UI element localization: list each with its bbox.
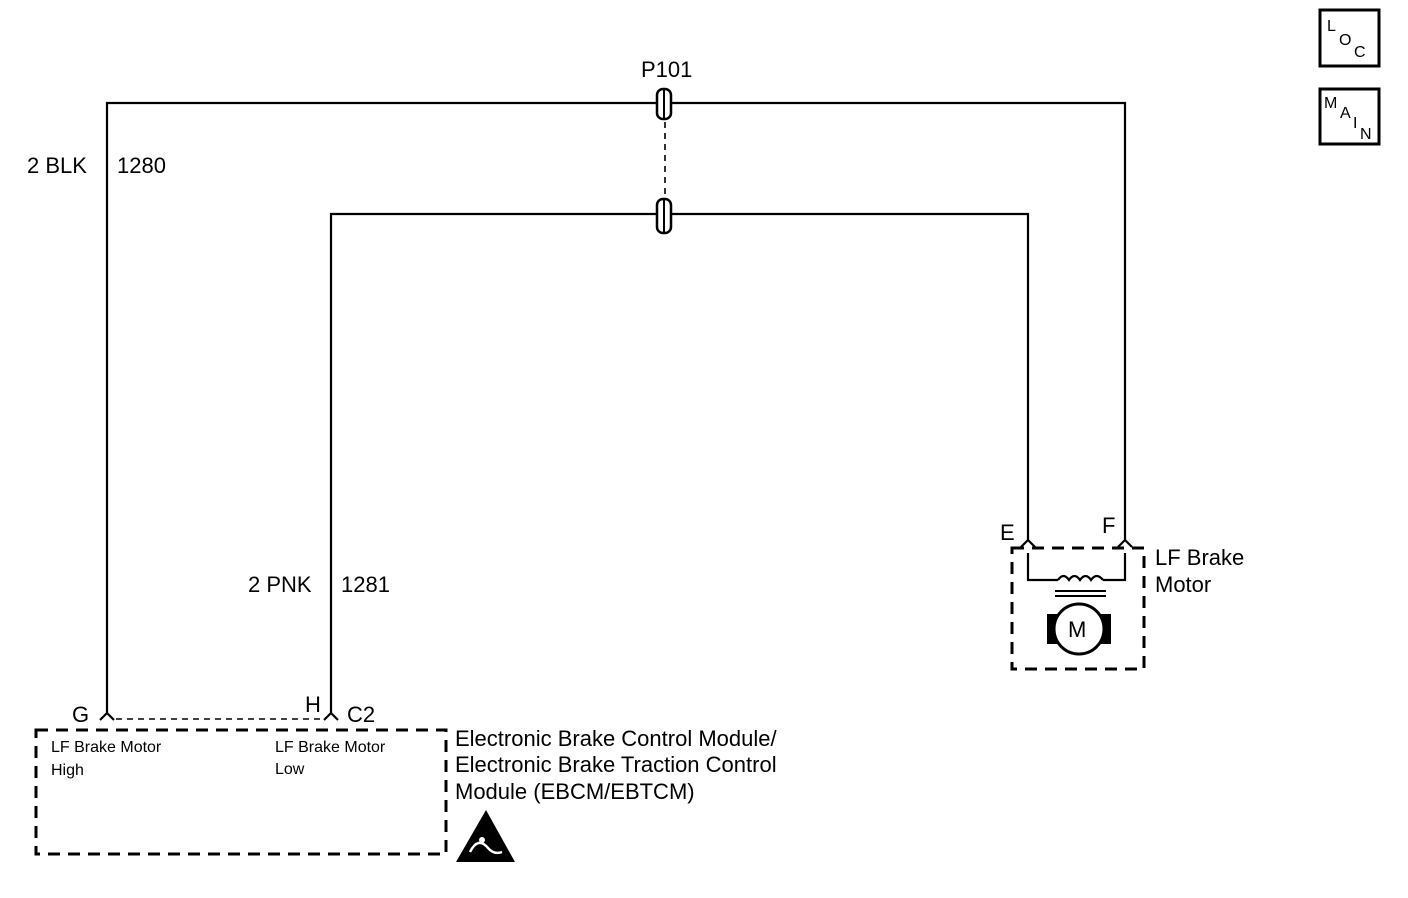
- wire-1280: [105, 101, 1127, 713]
- wire-1280-circuit-label: 1280: [117, 153, 166, 178]
- main-letter-i: I: [1353, 115, 1357, 132]
- motor-pin-e-label: E: [1000, 520, 1015, 545]
- wire-1281-circuit-label: 1281: [341, 572, 390, 597]
- main-button[interactable]: M A I N: [1318, 87, 1381, 146]
- module-name-line1: Electronic Brake Control Module/: [455, 726, 777, 751]
- module-low-label-line1: LF Brake Motor: [275, 739, 386, 756]
- module-connector-c2-label: C2: [347, 702, 375, 727]
- module-name-line2: Electronic Brake Traction Control: [455, 752, 777, 777]
- loc-button[interactable]: L O C: [1318, 8, 1381, 68]
- module-name-line3: Module (EBCM/EBTCM): [455, 779, 695, 804]
- wire-1281: [329, 212, 1030, 713]
- inline-connector-icon: [655, 87, 673, 121]
- main-letter-a: A: [1340, 105, 1351, 122]
- module-pin-g-label: G: [72, 702, 89, 727]
- inline-connector-icon: [655, 197, 673, 235]
- connector-p101-label: P101: [641, 57, 692, 82]
- loc-letter-l: L: [1327, 18, 1336, 35]
- pin-g-terminal: [99, 711, 115, 721]
- motor-name-line1: LF Brake: [1155, 545, 1244, 570]
- module-low-label-line2: Low: [275, 761, 305, 778]
- module-high-label-line1: LF Brake Motor: [51, 739, 162, 756]
- motor-pin-f-label: F: [1102, 513, 1115, 538]
- motor-icon: M: [1047, 602, 1111, 656]
- pin-f-terminal: [1117, 538, 1133, 548]
- main-letter-m: M: [1324, 95, 1337, 112]
- wire-1281-color-label: 2 PNK: [248, 572, 312, 597]
- module-pin-h-label: H: [305, 692, 321, 717]
- loc-letter-c: C: [1354, 44, 1366, 61]
- pin-h-terminal: [323, 711, 339, 721]
- pin-e-terminal: [1020, 538, 1036, 548]
- module-high-label-line2: High: [51, 762, 84, 779]
- motor-symbol-label: M: [1068, 617, 1086, 642]
- module-component-box: [34, 728, 448, 856]
- esd-warning-icon: [456, 810, 515, 862]
- coil-icon: [1026, 553, 1127, 597]
- motor-name-line2: Motor: [1155, 572, 1211, 597]
- loc-letter-o: O: [1339, 32, 1351, 49]
- wire-1280-color-label: 2 BLK: [27, 153, 87, 178]
- motor-component-box: [1010, 546, 1146, 671]
- main-letter-n: N: [1360, 126, 1372, 143]
